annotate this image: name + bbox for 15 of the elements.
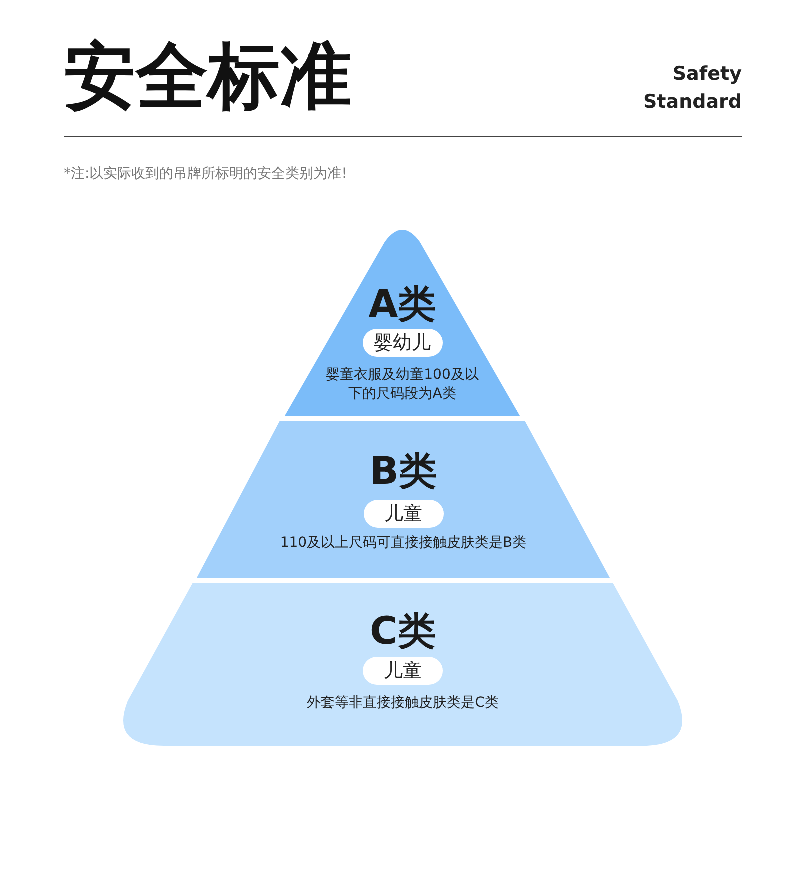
category-pill: 儿童 <box>364 500 444 528</box>
pyramid-tier <box>122 583 684 746</box>
tier-description: 外套等非直接接触皮肤类是C类 <box>307 694 499 713</box>
tier-heading: A类 <box>368 282 436 326</box>
note: *注:以实际收到的吊牌所标明的安全类别为准! <box>64 165 348 184</box>
category-pill: 儿童 <box>363 657 443 685</box>
category-pill: 婴幼儿 <box>362 329 442 357</box>
title: 安全标准 <box>64 34 352 118</box>
tier-heading: B类 <box>370 449 437 493</box>
pyramid-tier <box>197 421 610 578</box>
subtitle: Safety Standard <box>642 62 742 115</box>
tier-description: 110及以上尺码可直接接触皮肤类是B类 <box>280 534 527 553</box>
tier-description: 婴童衣服及幼童100及以下的尺码段为A类 <box>325 366 480 404</box>
tier-heading: C类 <box>370 609 436 653</box>
pyramid-tier <box>285 230 520 416</box>
